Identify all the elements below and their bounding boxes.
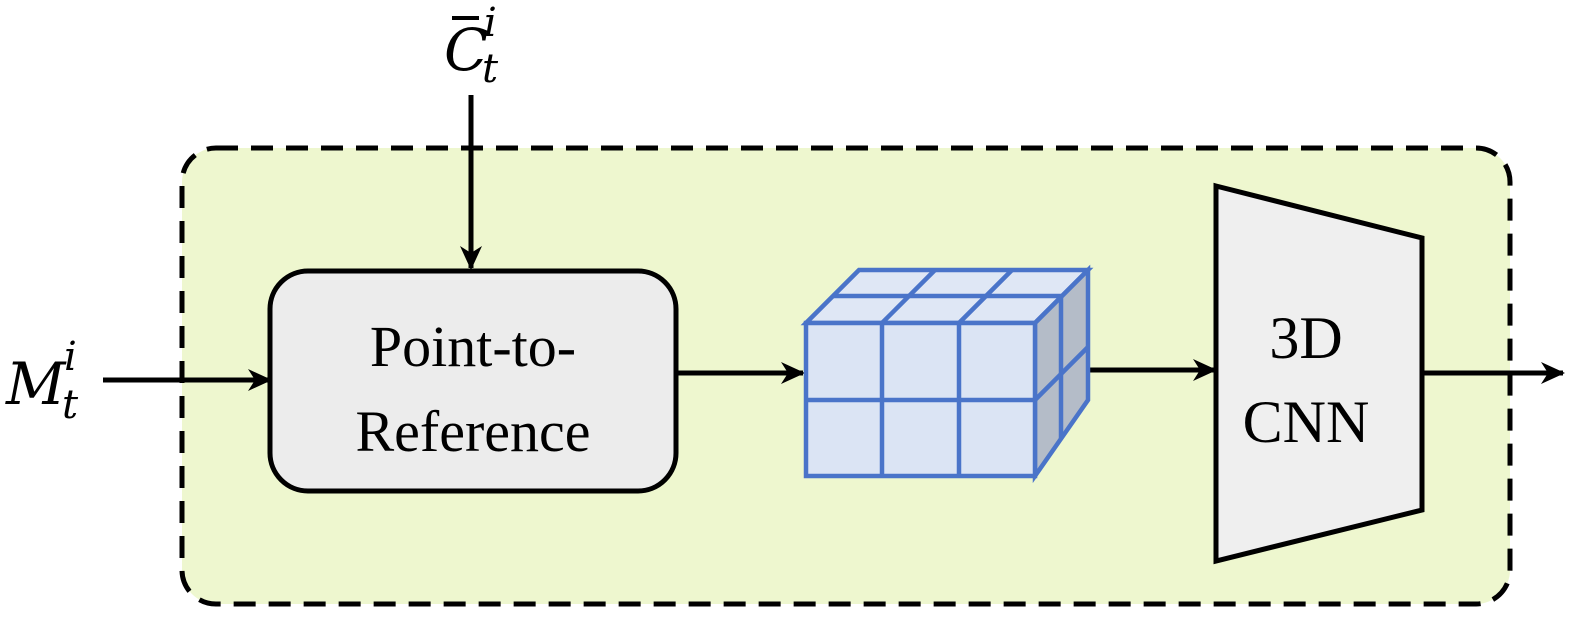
point-to-reference-box: [267, 268, 679, 494]
voxel-cube-icon: [800, 264, 1094, 484]
input-m-base: M: [5, 350, 67, 418]
cnn-label-line2: CNN: [1243, 389, 1370, 455]
trapezoid-network-icon: [1213, 182, 1425, 565]
input-m-label: M t i: [5, 334, 79, 428]
input-c-base: C: [444, 16, 488, 84]
input-m-superscript: i: [64, 334, 77, 380]
input-c-subscript: t: [482, 46, 499, 92]
point-to-reference-block: Point-to- Reference: [267, 268, 679, 494]
point-to-reference-line1: Point-to-: [370, 314, 576, 379]
input-c-superscript: i: [484, 0, 497, 46]
cnn-label-line1: 3D: [1269, 305, 1342, 371]
point-to-reference-line2: Reference: [355, 399, 590, 464]
input-c-label: C t i: [444, 0, 499, 92]
input-m-subscript: t: [62, 382, 79, 428]
cnn-block: 3D CNN: [1213, 182, 1425, 565]
